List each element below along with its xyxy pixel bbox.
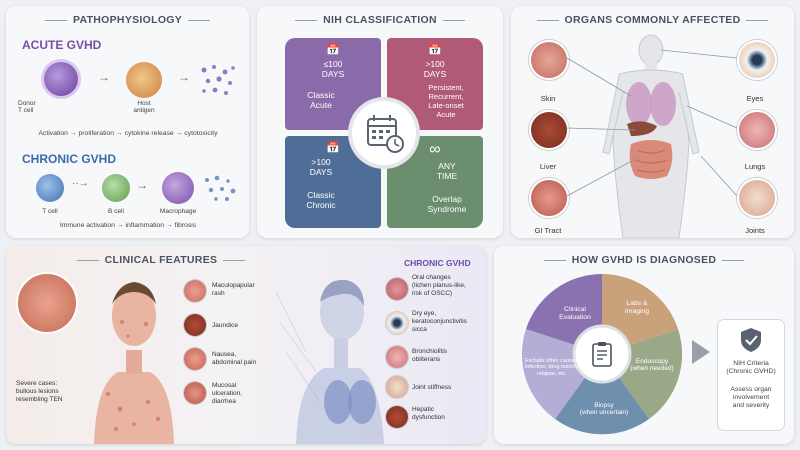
arrow-right-icon <box>692 340 710 364</box>
fibrosis-dots-icon <box>202 172 240 204</box>
arrow-icon: → <box>98 70 110 84</box>
joints-label: Joints <box>745 226 765 235</box>
host-antigen-label: Host antigen <box>133 100 155 115</box>
q4-type: Overlap Syndrome <box>427 193 467 214</box>
eye-icon <box>386 312 408 334</box>
diagnosis-biopsy: Biopsy (when uncertain) <box>579 402 629 417</box>
calendar-icon: 📅 <box>428 44 442 56</box>
clinical-features-panel: CLINICAL FEATURES Severe cases: bullous … <box>6 246 486 444</box>
acute-feature-nausea: Nausea, abdominal pain <box>212 351 257 366</box>
calendar-icon: 📅 <box>326 142 340 154</box>
rash-icon <box>184 280 206 302</box>
cytokine-dots-icon <box>198 62 238 98</box>
human-body-figure <box>591 32 711 238</box>
organs-panel: ORGANS COMMONLY AFFECTED Skin Eyes Liver… <box>511 6 794 238</box>
nih-criteria-box: NIH Criteria (Chronic GVHD) Assess organ… <box>718 320 784 430</box>
q1-timing: ≤100 DAYS <box>321 59 345 80</box>
pathophysiology-title: PATHOPHYSIOLOGY <box>6 14 249 26</box>
skin-lesion-closeup <box>16 272 78 334</box>
tcell-icon <box>36 174 64 202</box>
chronic-feature-oral: Oral changes (lichen planus-like, risk o… <box>412 274 466 297</box>
diagnosis-wheel <box>521 274 683 435</box>
severe-cases-text: Severe cases: bullous lesions resembling… <box>16 380 63 403</box>
calendar-icon: 📅 <box>326 44 340 56</box>
chronic-feature-dry-eye: Dry eye, keratoconjunctivitis sicca <box>412 310 467 333</box>
arrow-icon: → <box>178 70 190 84</box>
chronic-patient-figure <box>275 252 396 444</box>
skin-label: Skin <box>540 94 556 103</box>
mouth-icon <box>386 278 408 300</box>
eyes-label: Eyes <box>746 94 764 103</box>
q4-timing: ANY TIME <box>436 161 458 182</box>
chronic-flow-text: Immune activation → inflammation → fibro… <box>59 222 197 229</box>
chronic-feature-bronchiolitis: Bronchiolitis obliterans <box>412 348 448 363</box>
skin-organ-icon <box>529 40 569 80</box>
q3-type: Classic Chronic <box>306 189 336 210</box>
assess-organ-text: Assess organ involvement and severity <box>730 386 772 409</box>
acute-feature-jaundice: Jaundice <box>212 322 239 329</box>
acute-feature-rash: Maculopapular rash <box>212 282 255 297</box>
host-antigen-icon <box>126 62 162 98</box>
bcell-label: B cell <box>108 208 124 215</box>
eye-organ-icon <box>737 40 777 80</box>
q1-type: Classic Acute <box>307 89 335 110</box>
organs-title: ORGANS COMMONLY AFFECTED <box>511 14 794 26</box>
macrophage-icon <box>162 172 194 204</box>
joints-organ-icon <box>737 178 777 218</box>
lungs-icon <box>386 346 408 368</box>
q2-timing: >100 DAYS <box>423 59 447 80</box>
infinity-icon: ∞ <box>429 141 441 158</box>
nih-classification-title: NIH CLASSIFICATION <box>257 14 503 26</box>
macrophage-label: Macrophage <box>159 208 197 215</box>
clinical-features-title: CLINICAL FEATURES <box>6 254 316 266</box>
acute-flow-text: Activation → proliferation → cytokine re… <box>38 130 218 137</box>
chronic-feature-hepatic: Hepatic dysfunction <box>412 406 445 421</box>
diagnosis-panel: HOW GVHD IS DIAGNOSED Clinical Evaluatio… <box>494 246 794 444</box>
liver-organ-icon <box>529 110 569 150</box>
q3-timing: >100 DAYS <box>309 157 333 178</box>
chronic-gvhd-title: CHRONIC GVHD <box>22 152 117 166</box>
center-calendar-clock-icon <box>352 101 416 165</box>
chronic-features-title: CHRONIC GVHD <box>404 258 471 268</box>
shield-check-icon <box>738 326 764 354</box>
arrow-icon: ··→ <box>72 178 89 189</box>
donor-tcell-icon <box>44 62 78 96</box>
acute-feature-mucosal: Mucosal ulceration, diarrhea <box>212 382 242 405</box>
diagnosis-title: HOW GVHD IS DIAGNOSED <box>494 254 794 266</box>
gi-tract-organ-icon <box>529 178 569 218</box>
acute-gvhd-title: ACUTE GVHD <box>22 38 102 52</box>
q2-type: Persistent, Recurrent, Late-onset Acute <box>428 82 464 119</box>
clipboard-icon <box>588 340 616 368</box>
intestine-icon <box>184 382 206 404</box>
nih-classification-panel: NIH CLASSIFICATION 📅 ≤100 DAYS Classic A… <box>257 6 503 238</box>
lungs-label: Lungs <box>744 162 766 171</box>
liver-label: Liver <box>539 162 557 171</box>
organ-connector-lines <box>566 49 738 197</box>
liver-icon <box>184 314 206 336</box>
quadrant-classic-acute: 📅 ≤100 DAYS Classic Acute <box>285 38 381 130</box>
diagnosis-clinical-evaluation: Clinical Evaluation <box>559 306 591 321</box>
diagnosis-exclude-causes: Exclude other causes: infection, drug to… <box>524 358 580 377</box>
acute-patient-figure <box>88 264 180 444</box>
lungs-organ-icon <box>737 110 777 150</box>
arrow-icon: → <box>136 178 148 192</box>
diagnosis-labs-imaging: Labs & Imaging <box>624 300 650 315</box>
pathophysiology-panel: PATHOPHYSIOLOGY ACUTE GVHD → → Donor T c… <box>6 6 249 238</box>
tcell-label: T cell <box>42 208 58 215</box>
nih-criteria-text: NIH Criteria (Chronic GVHD) <box>726 360 776 375</box>
joint-icon <box>386 376 408 398</box>
bcell-icon <box>102 174 130 202</box>
stomach-icon <box>184 348 206 370</box>
diagnosis-endoscopy: Endoscopy (when needed) <box>630 358 674 373</box>
liver-icon <box>386 406 408 428</box>
donor-tcell-label: Donor T cell <box>18 100 36 115</box>
chronic-feature-joint-stiffness: Joint stiffness <box>412 384 452 391</box>
gi-tract-label: GI Tract <box>534 226 562 235</box>
